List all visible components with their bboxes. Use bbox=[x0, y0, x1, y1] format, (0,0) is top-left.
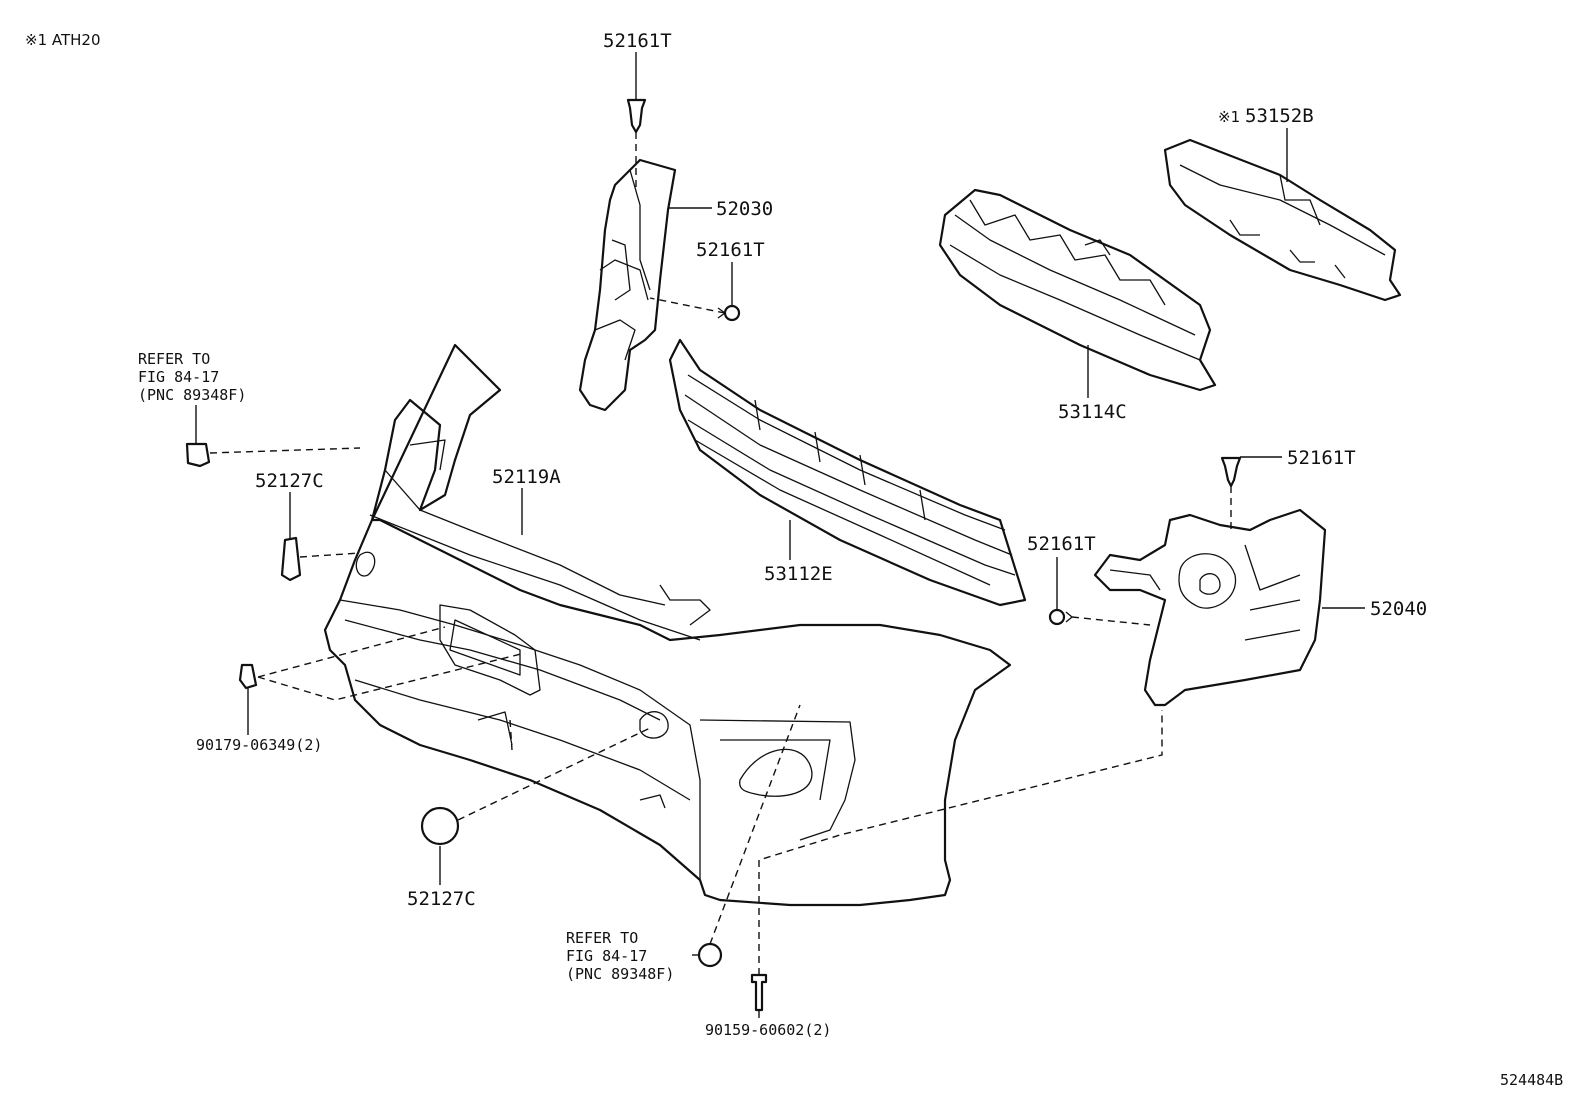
absorber-part bbox=[938, 188, 1217, 392]
label-cap-lower: 52127C bbox=[407, 888, 476, 910]
clip-top-icon bbox=[626, 98, 647, 134]
label-clip-top: 52161T bbox=[603, 30, 672, 52]
leader-lines bbox=[195, 52, 1365, 1018]
label-retainer-marker: ※1 bbox=[1218, 108, 1240, 126]
label-bracket-right: 52040 bbox=[1370, 598, 1427, 620]
label-bracket-left: 52030 bbox=[716, 198, 773, 220]
label-grille: 53112E bbox=[764, 563, 833, 585]
refer-lower-line2: FIG 84-17 bbox=[566, 947, 647, 965]
clip-right-mid-icon bbox=[1048, 608, 1073, 626]
label-absorber: 53114C bbox=[1058, 401, 1127, 423]
label-clip-left-mid: 52161T bbox=[696, 239, 765, 261]
bumper-cover-part bbox=[323, 343, 1012, 907]
refer-upper-line3: (PNC 89348F) bbox=[138, 386, 246, 404]
label-bumper-cover: 52119A bbox=[492, 466, 561, 488]
figure-id: 524484B bbox=[1500, 1071, 1563, 1089]
label-cap-upper: 52127C bbox=[255, 470, 324, 492]
clip-left-mid-icon bbox=[717, 304, 741, 322]
refer-lower-line1: REFER TO bbox=[566, 929, 638, 947]
grille-part bbox=[668, 338, 1027, 607]
nut-icon bbox=[238, 663, 258, 690]
retainer-part bbox=[1163, 138, 1402, 302]
refer-upper-clip-icon bbox=[185, 442, 211, 468]
label-nut: 90179-06349(2) bbox=[196, 736, 322, 754]
refer-lower-clip-icon bbox=[697, 942, 723, 968]
bracket-left-part bbox=[578, 158, 677, 412]
cap-upper-icon bbox=[280, 536, 302, 582]
refer-lower-line3: (PNC 89348F) bbox=[566, 965, 674, 983]
assembly-lines bbox=[209, 132, 1232, 975]
label-screw: 90159-60602(2) bbox=[705, 1021, 831, 1039]
label-clip-right-top: 52161T bbox=[1287, 447, 1356, 469]
screw-icon bbox=[750, 973, 768, 1012]
model-note: ※1 ATH20 bbox=[25, 31, 101, 49]
label-clip-right-mid: 52161T bbox=[1027, 533, 1096, 555]
bracket-right-part bbox=[1093, 508, 1327, 707]
cap-lower-icon bbox=[420, 806, 460, 846]
label-retainer: 53152B bbox=[1245, 105, 1314, 127]
clip-right-top-icon bbox=[1220, 456, 1242, 488]
refer-upper-line1: REFER TO bbox=[138, 350, 210, 368]
refer-upper-line2: FIG 84-17 bbox=[138, 368, 219, 386]
